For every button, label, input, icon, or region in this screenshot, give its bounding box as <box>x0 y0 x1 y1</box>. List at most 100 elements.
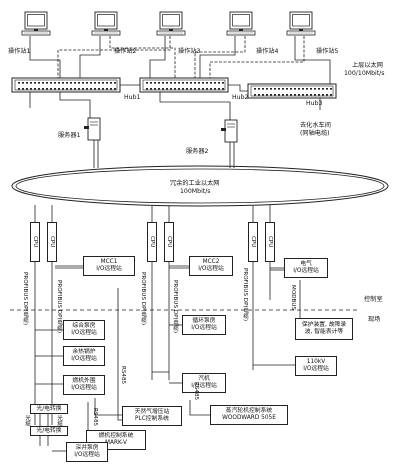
station-gas-station: 天然气增压站 PLC控制系统 <box>122 406 182 426</box>
hub3-label: Hub3 <box>306 100 323 107</box>
hub-port <box>206 82 208 84</box>
station-deep-well-line1: 深井泵房 <box>75 445 99 451</box>
hub-port <box>330 94 332 96</box>
workstation-2-label: 操作站2 <box>114 48 137 55</box>
hub-port <box>306 88 308 90</box>
hub-port <box>158 88 160 90</box>
hub-port <box>22 88 24 90</box>
hub-port <box>30 88 32 90</box>
profibus-label-3: PROFIBUS DP(电缆) <box>140 272 146 326</box>
modbus-label: MODBUS <box>290 285 296 311</box>
station-steam-turbine-line1: 蒸汽轮机控制系统 <box>225 408 273 414</box>
hub-port <box>162 88 164 90</box>
station-waste-heat: 余热锅炉 I/O远程站 <box>63 346 105 366</box>
station-gt-aux-line1: 燃机外围 <box>72 378 96 384</box>
hub-port <box>58 82 60 84</box>
hub-port <box>22 82 24 84</box>
hub-port <box>34 88 36 90</box>
hub-port <box>330 88 332 90</box>
workstation-4-monitor <box>226 11 256 36</box>
station-gas-turbine-line2: MARK-V <box>105 440 127 446</box>
hub-port <box>102 88 104 90</box>
server-1-label: 服务器1 <box>58 132 81 139</box>
hub-port <box>46 82 48 84</box>
hub-port <box>102 82 104 84</box>
hub2-device <box>139 77 229 93</box>
water-station-label: 去化水车间 <box>300 122 331 129</box>
hub-port <box>318 94 320 96</box>
hub-port <box>58 88 60 90</box>
cpu-uplinks <box>34 205 271 222</box>
profibus-group3 <box>252 262 301 370</box>
hub-port <box>110 82 112 84</box>
station-mcc2: MCC2 I/O远程站 <box>189 256 233 276</box>
cpu-2a-text: CPU <box>149 236 155 248</box>
profibus-label-5: PROFIBUS DP(电缆) <box>242 268 248 322</box>
hub-port <box>278 88 280 90</box>
hub-port <box>290 94 292 96</box>
hub-port <box>254 94 256 96</box>
hub-port <box>262 88 264 90</box>
hub-port <box>266 88 268 90</box>
hub-port <box>94 88 96 90</box>
hub-port <box>254 88 256 90</box>
cpu-1a: CPU <box>30 222 40 262</box>
server-links <box>93 140 235 168</box>
ring-speed: 100Mbit/s <box>180 188 211 195</box>
hub-port <box>106 88 108 90</box>
station-gas-station-line2: PLC控制系统 <box>135 416 169 422</box>
station-mcc1: MCC1 I/O远程站 <box>83 256 135 276</box>
hub-port <box>202 82 204 84</box>
hub-port <box>150 82 152 84</box>
workstation-1-monitor <box>21 11 51 36</box>
hub-port <box>26 88 28 90</box>
hub-port <box>70 88 72 90</box>
hub-port <box>270 94 272 96</box>
oe-converter-2: 光/电转换 <box>30 426 68 436</box>
hub-port <box>210 88 212 90</box>
hub-port <box>54 82 56 84</box>
station-protection: 保护装置, 故障录 波, 智能表计等 <box>295 318 353 340</box>
hub-port <box>290 88 292 90</box>
hub-port <box>310 88 312 90</box>
hub-port <box>82 82 84 84</box>
workstation-5-monitor <box>286 11 316 36</box>
station-steam-turbine: 蒸汽轮机控制系统 WOODWARD 505E <box>210 405 288 425</box>
hub-port <box>190 88 192 90</box>
hub-port <box>62 82 64 84</box>
hub-port <box>18 82 20 84</box>
hub-port <box>46 88 48 90</box>
rs485-label-3: RS485 <box>193 382 199 401</box>
hub2-label: Hub2 <box>232 94 249 101</box>
station-110kv-line2: I/O远程站 <box>303 366 329 372</box>
hub-port <box>298 94 300 96</box>
hub-port <box>282 94 284 96</box>
station-protection-line1: 保护装置, 故障录 <box>301 322 347 328</box>
hub-ports <box>18 82 332 96</box>
hub-port <box>310 94 312 96</box>
station-110kv: 110kV I/O远程站 <box>295 356 337 376</box>
server-2-label: 服务器2 <box>186 148 209 155</box>
fiber-label-2: 光缆 <box>56 415 62 427</box>
hub-port <box>222 82 224 84</box>
hub-port <box>178 82 180 84</box>
ring-label: 冗余的工业以太网 <box>170 180 220 187</box>
hub-port <box>294 88 296 90</box>
hub-port <box>274 94 276 96</box>
profibus-label-2: PROFIBUS DP(电缆) <box>56 280 62 334</box>
hub-port <box>214 88 216 90</box>
hub-port <box>70 82 72 84</box>
workstation-4-label: 操作站4 <box>256 48 279 55</box>
hub-port <box>270 88 272 90</box>
station-steam-turbine-line2: WOODWARD 505E <box>222 415 276 421</box>
hub-port <box>166 88 168 90</box>
station-pump-house-line2: I/O远程站 <box>71 330 97 336</box>
hub-port <box>110 88 112 90</box>
hub-interconnect <box>29 84 321 120</box>
station-waste-heat-line1: 余热锅炉 <box>72 349 96 355</box>
cpu-1b-text: CPU <box>49 236 55 248</box>
station-deep-well: 深井泵房 I/O远程站 <box>66 442 108 462</box>
hub3-device <box>247 83 337 99</box>
hub-port <box>278 94 280 96</box>
oe-converter-1-text: 光/电转换 <box>36 405 62 412</box>
